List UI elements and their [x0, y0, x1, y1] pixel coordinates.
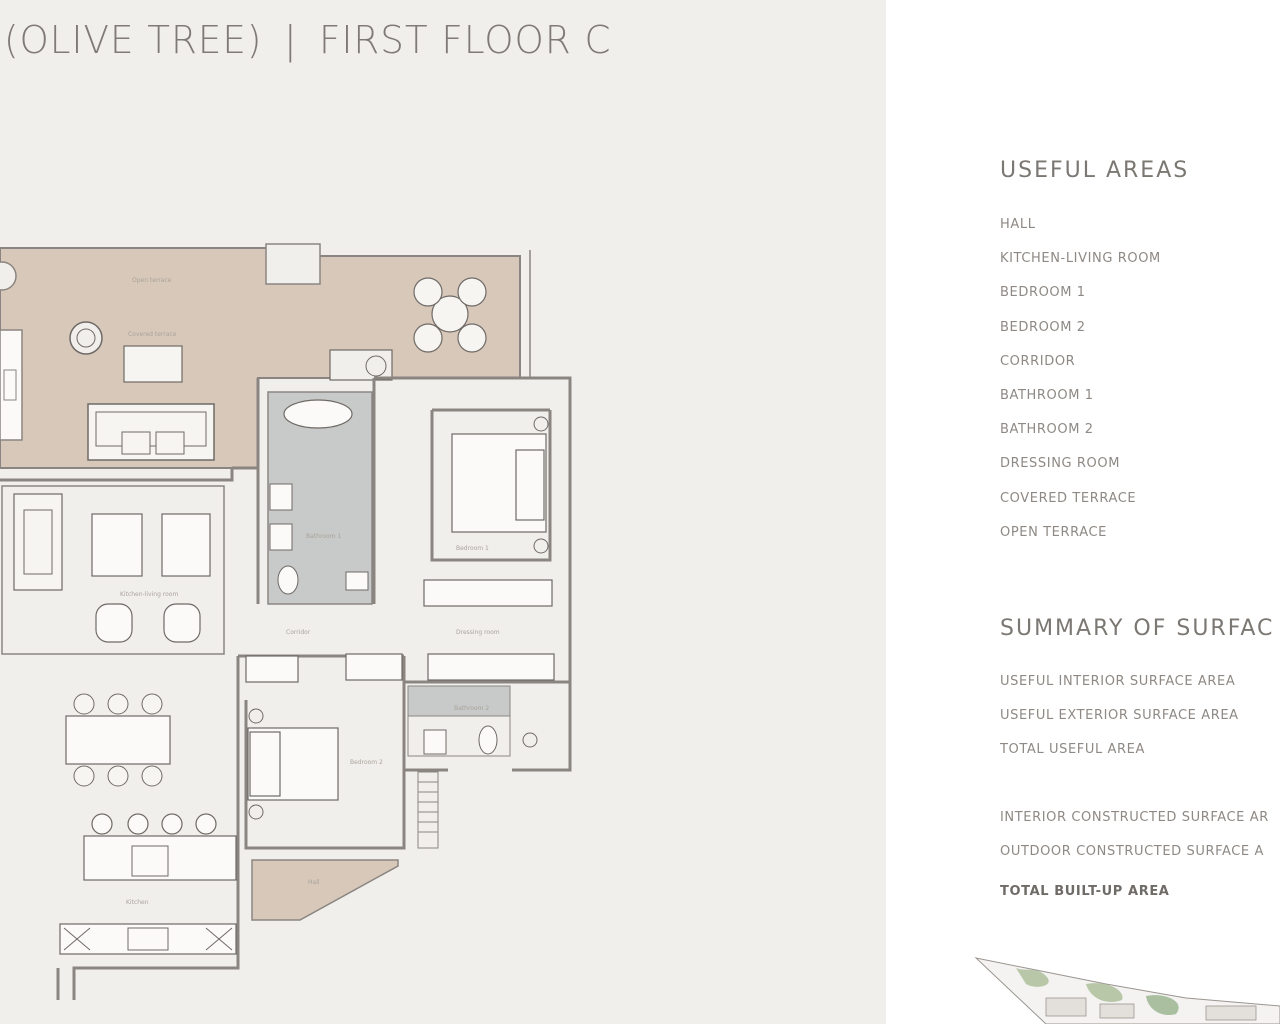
list-item: BEDROOM 2 — [1000, 320, 1086, 335]
dining-table-icon — [65, 693, 171, 787]
list-item: CORRIDOR — [1000, 354, 1076, 369]
page-heading: (OLIVE TREE) | FIRST FLOOR C — [4, 18, 611, 62]
list-item: OPEN TERRACE — [1000, 525, 1107, 540]
label-corridor: Corridor — [286, 629, 311, 636]
living-sofa-icon — [13, 493, 63, 591]
lounge-chair-icon — [69, 321, 103, 355]
heading-separator: | — [283, 18, 298, 62]
side-table-icon — [91, 513, 143, 577]
floor-plan-drawing: Open terrace Covered terrace Kitchen-liv… — [0, 243, 572, 1000]
label-hall: Hall — [308, 879, 320, 886]
list-item: BATHROOM 2 — [1000, 422, 1094, 437]
outdoor-dining-table-icon — [413, 277, 487, 353]
sofa-icon — [87, 403, 215, 461]
wardrobe-icon — [423, 579, 553, 607]
terrace-area — [0, 247, 521, 469]
list-item: INTERIOR CONSTRUCTED SURFACE AR — [1000, 810, 1269, 825]
useful-areas-title: USEFUL AREAS — [1000, 158, 1190, 183]
areas-panel: USEFUL AREAS HALL KITCHEN-LIVING ROOM BE… — [886, 0, 1280, 1024]
armchair-icon — [95, 603, 133, 643]
label-dressing-room: Dressing room — [456, 629, 500, 636]
toilet-icon — [277, 565, 299, 595]
list-item: OUTDOOR CONSTRUCTED SURFACE A — [1000, 844, 1264, 859]
outdoor-shower-icon — [329, 349, 393, 381]
small-terrace — [251, 859, 399, 921]
site-plan-thumbnail — [974, 957, 1280, 1024]
list-item: USEFUL INTERIOR SURFACE AREA — [1000, 674, 1236, 689]
list-item: BEDROOM 1 — [1000, 285, 1086, 300]
total-built-up-area: TOTAL BUILT-UP AREA — [1000, 884, 1170, 899]
stairs-icon — [417, 771, 439, 849]
project-name: (OLIVE TREE) — [4, 18, 263, 62]
label-bedroom-1: Bedroom 1 — [456, 545, 489, 552]
coffee-table-icon — [123, 345, 183, 383]
floor-plan-panel: (OLIVE TREE) | FIRST FLOOR C — [0, 0, 886, 1024]
living-room-zone — [1, 485, 225, 655]
plant-pot-icon — [0, 261, 17, 291]
label-bathroom-2: Bathroom 2 — [454, 705, 489, 712]
label-kitchen-living: Kitchen-living room — [120, 591, 178, 598]
list-item: USEFUL EXTERIOR SURFACE AREA — [1000, 708, 1239, 723]
list-item: TOTAL USEFUL AREA — [1000, 742, 1145, 757]
terrace-column — [265, 243, 321, 285]
label-bedroom-2: Bedroom 2 — [350, 759, 383, 766]
list-item: COVERED TERRACE — [1000, 491, 1137, 506]
list-item: DRESSING ROOM — [1000, 456, 1121, 471]
list-item: KITCHEN-LIVING ROOM — [1000, 251, 1161, 266]
label-kitchen: Kitchen — [126, 899, 149, 906]
terrace-wall-block — [0, 329, 23, 441]
bed-2-icon — [247, 727, 339, 801]
floor-name: FIRST FLOOR C — [319, 18, 612, 62]
label-bathroom-1: Bathroom 1 — [306, 533, 341, 540]
kitchen-island-icon — [83, 835, 237, 881]
list-item: HALL — [1000, 217, 1036, 232]
bar-stools-icon — [91, 813, 217, 835]
bed-1-icon — [451, 433, 547, 533]
list-item: BATHROOM 1 — [1000, 388, 1094, 403]
label-covered-terrace: Covered terrace — [128, 331, 177, 338]
bathtub-icon — [283, 399, 353, 429]
label-open-terrace: Open terrace — [132, 277, 172, 284]
summary-title: SUMMARY OF SURFAC — [1000, 616, 1275, 641]
